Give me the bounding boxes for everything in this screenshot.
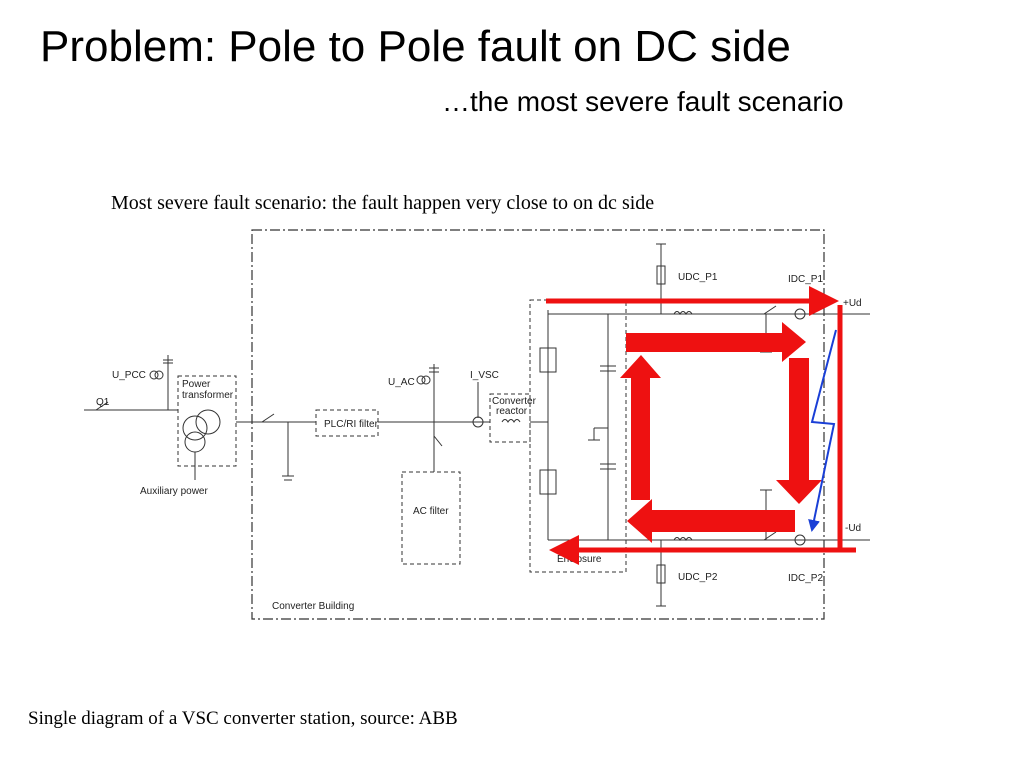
power-transformer-label-2: transformer xyxy=(182,390,234,401)
udc-p2-divider-resistor xyxy=(656,564,666,584)
idc-p1-label: IDC_P1 xyxy=(788,274,823,285)
udc-p1-label: UDC_P1 xyxy=(678,272,718,283)
u-ac-transducer-symbol xyxy=(416,375,426,385)
ac-filter-label: AC filter xyxy=(413,506,449,517)
q1-label: Q1 xyxy=(96,397,110,408)
auxiliary-power-label: Auxiliary power xyxy=(140,486,208,497)
slide-title: Problem: Pole to Pole fault on DC side xyxy=(40,22,791,71)
fault-current-arrows xyxy=(546,286,856,565)
udc-p1-divider-resistor xyxy=(656,265,666,285)
plus-ud-label: +Ud xyxy=(843,298,862,309)
transformer-winding-2 xyxy=(195,409,221,435)
dc-reactor-positive xyxy=(673,311,693,315)
idc-p2-label: IDC_P2 xyxy=(788,573,823,584)
power-transformer-label-1: Power xyxy=(182,379,211,390)
i-vsc-sensor-symbol xyxy=(472,416,484,428)
pole-to-pole-fault-lightning xyxy=(808,329,837,532)
enclosure-label: Enclosure xyxy=(557,554,602,565)
big-arrow-left xyxy=(627,499,795,543)
lower-valve-symbol xyxy=(539,469,557,495)
converter-reactor-coil xyxy=(501,419,521,423)
source-note: Single diagram of a VSC converter statio… xyxy=(28,708,458,729)
u-pcc-label: U_PCC xyxy=(112,370,146,381)
enclosure-box xyxy=(529,299,627,573)
diagram-caption: Most severe fault scenario: the fault ha… xyxy=(111,192,655,214)
udc-p2-label: UDC_P2 xyxy=(678,572,718,583)
ac-filter-box xyxy=(401,471,461,565)
big-arrow-down xyxy=(776,358,822,504)
dc-positive-switch-symbol xyxy=(763,305,777,315)
idc-p2-sensor-symbol xyxy=(794,534,806,546)
upper-valve-symbol xyxy=(539,347,557,373)
big-arrow-up xyxy=(620,355,661,500)
dc-reactor-negative xyxy=(673,537,693,541)
i-vsc-label: I_VSC xyxy=(470,370,499,381)
converter-building-boundary xyxy=(251,229,825,620)
big-arrow-right xyxy=(626,322,806,362)
transformer-winding-1 xyxy=(182,415,208,441)
u-pcc-transducer-symbol xyxy=(149,370,159,380)
q1-breaker-symbol xyxy=(95,401,109,411)
plc-ri-filter-label: PLC/RI filter xyxy=(324,419,379,430)
plc-ri-filter-box xyxy=(315,409,379,437)
converter-reactor-label-1: Converter xyxy=(492,396,537,407)
minus-ud-label: -Ud xyxy=(845,523,861,534)
transformer-winding-3 xyxy=(184,431,206,453)
converter-reactor-label-2: reactor xyxy=(496,406,528,417)
slide-subtitle: …the most severe fault scenario xyxy=(442,86,844,117)
ac-disconnector-symbol xyxy=(261,413,275,423)
u-ac-label: U_AC xyxy=(388,377,415,388)
idc-p1-sensor-symbol xyxy=(794,308,806,320)
converter-building-label: Converter Building xyxy=(272,601,354,612)
power-transformer-box xyxy=(177,375,237,467)
